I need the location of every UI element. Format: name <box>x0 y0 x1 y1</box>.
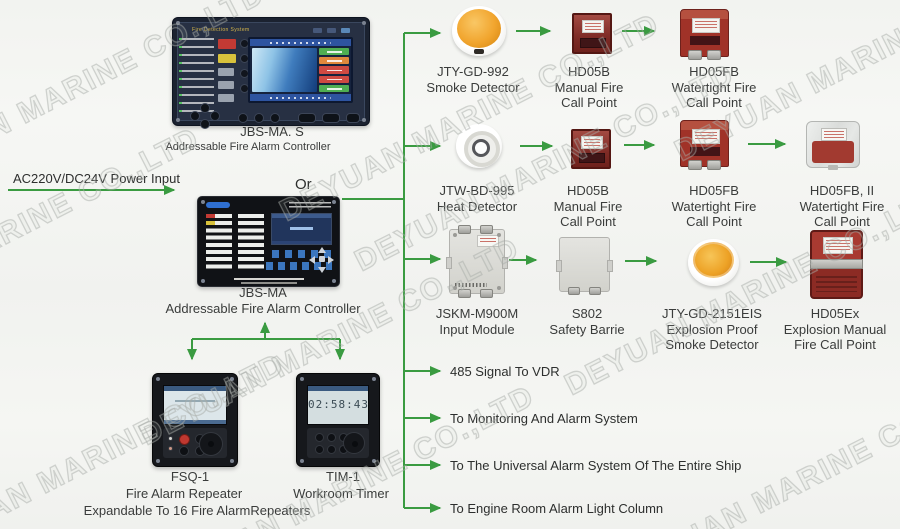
round-button <box>179 446 189 456</box>
output-engine-room: To Engine Room Alarm Light Column <box>450 501 664 516</box>
timer-label: TIM-1 <box>326 469 360 484</box>
label-jty-gd-2151eis: JTY-GD-2151EIS Explosion Proof Smoke Det… <box>662 306 762 352</box>
timer-keypad <box>307 428 369 458</box>
lcd-status-bars <box>319 48 349 93</box>
watertight-call-point-image <box>680 120 729 170</box>
lcd-title-bar <box>272 214 331 218</box>
lcd-title-bar <box>250 39 351 46</box>
watertight-call-point-image <box>680 9 729 60</box>
round-button <box>315 433 324 442</box>
output-monitoring: To Monitoring And Alarm System <box>450 411 638 426</box>
panel-label <box>218 68 234 76</box>
fsq-1-repeater-image <box>152 373 238 467</box>
lcd-status-bar <box>272 241 331 244</box>
panel-label <box>218 94 234 102</box>
label-jskm-m900m: JSKM-M900M Input Module <box>435 306 519 337</box>
controller-top-model: JBS-MA. S <box>240 124 304 139</box>
led-indicator-column <box>179 38 214 114</box>
screen-header-bar <box>308 386 368 391</box>
fault-button <box>218 54 236 63</box>
nav-right-icon <box>328 256 334 264</box>
repeater-note: Expandable To 16 Fire AlarmRepeaters <box>83 503 311 518</box>
controller-screen-header: Fire Detection System <box>192 27 250 33</box>
red-button <box>179 434 190 445</box>
label-hd05ex: HD05Ex Explosion Manual Fire Call Point <box>783 306 887 352</box>
label-jty-gd-992: JTY-GD-992 Smoke Detector <box>426 64 520 95</box>
screen-footer-bar <box>164 420 226 424</box>
navigation-dial <box>199 432 223 456</box>
lcd-text-line <box>289 227 314 230</box>
label-hd05fb-ii: HD05FB, II Watertight Fire Call Point <box>799 183 885 229</box>
input-module-image <box>446 225 508 298</box>
explosion-manual-call-point-image <box>810 230 863 299</box>
fire-indicator <box>206 214 215 218</box>
label-hd05b: HD05B Manual Fire Call Point <box>554 64 624 110</box>
lcd-status-bar <box>250 94 351 101</box>
nav-ok-button <box>319 256 325 262</box>
round-button <box>315 445 324 454</box>
panel-button <box>341 28 350 33</box>
led-dot <box>168 436 173 441</box>
controller-main-model: JBS-MA Addressable Fire Alarm Controller <box>165 285 361 316</box>
tim-1-timer-image: 02:58:43 <box>296 373 380 467</box>
smoke-detector-image <box>452 6 506 56</box>
label-hd05fb: HD05FB Watertight Fire Call Point <box>671 183 757 229</box>
covered-call-point-image <box>806 121 860 170</box>
manual-call-point-image <box>571 129 611 169</box>
power-input-label: AC220V/DC24V Power Input <box>13 171 180 186</box>
or-label: Or <box>295 176 312 193</box>
label-hd05fb: HD05FB Watertight Fire Call Point <box>671 64 757 110</box>
zone-label-strips <box>238 214 264 271</box>
panel-button <box>313 28 322 33</box>
controller-lcd-screen <box>248 37 353 103</box>
fire-button <box>218 39 236 49</box>
output-vdr: 485 Signal To VDR <box>450 364 560 379</box>
key-switch <box>346 113 360 123</box>
panel-button <box>327 28 336 33</box>
timer-display: 02:58:43 <box>308 398 369 411</box>
screen-header-bar <box>164 386 226 391</box>
manufacturer-text <box>234 277 304 280</box>
repeater-keypad <box>163 428 227 458</box>
manual-call-point-image <box>572 13 612 54</box>
brand-pill <box>206 202 230 208</box>
panel-label <box>218 81 234 89</box>
label-jtw-bd-995: JTW-BD-995 Heat Detector <box>436 183 518 214</box>
led-dot <box>168 446 173 451</box>
nav-down-icon <box>318 267 326 273</box>
safety-barrier-image <box>556 237 613 295</box>
timer-screen: 02:58:43 <box>307 385 369 425</box>
manufacturer-text <box>241 282 297 284</box>
controller-top-name: Addressable Fire Alarm Controller <box>165 141 331 153</box>
label-hd05b: HD05B Manual Fire Call Point <box>553 183 623 229</box>
screen-text <box>175 400 215 402</box>
repeater-screen <box>163 385 227 425</box>
jbs-ma-s-controller-image: Fire Detection System <box>172 17 370 129</box>
lcd-graphic <box>252 48 317 92</box>
round-button <box>327 445 336 454</box>
key-switch <box>298 113 316 123</box>
jbs-ma-controller-image <box>197 196 340 287</box>
nav-left-icon <box>309 256 315 264</box>
key-switch <box>322 113 340 123</box>
heat-detector-image <box>456 124 502 168</box>
repeater-label: FSQ-1 <box>170 469 210 484</box>
panel-title-text <box>289 202 331 208</box>
timer-name: Workroom Timer <box>293 486 389 501</box>
explosion-proof-smoke-detector-image <box>688 239 739 286</box>
repeater-name: Fire Alarm Repeater <box>125 486 243 501</box>
function-key-row <box>266 262 332 270</box>
controller-panel: Fire Detection System <box>177 22 365 129</box>
fault-indicator <box>206 221 215 226</box>
function-key-row <box>272 250 332 258</box>
nav-up-icon <box>318 247 326 253</box>
controller-lcd-screen <box>271 213 332 245</box>
navigation-dial <box>343 432 365 454</box>
output-universal-alarm: To The Universal Alarm System Of The Ent… <box>450 458 742 473</box>
label-s802: S802 Safety Barrie <box>549 306 625 337</box>
round-button <box>327 433 336 442</box>
